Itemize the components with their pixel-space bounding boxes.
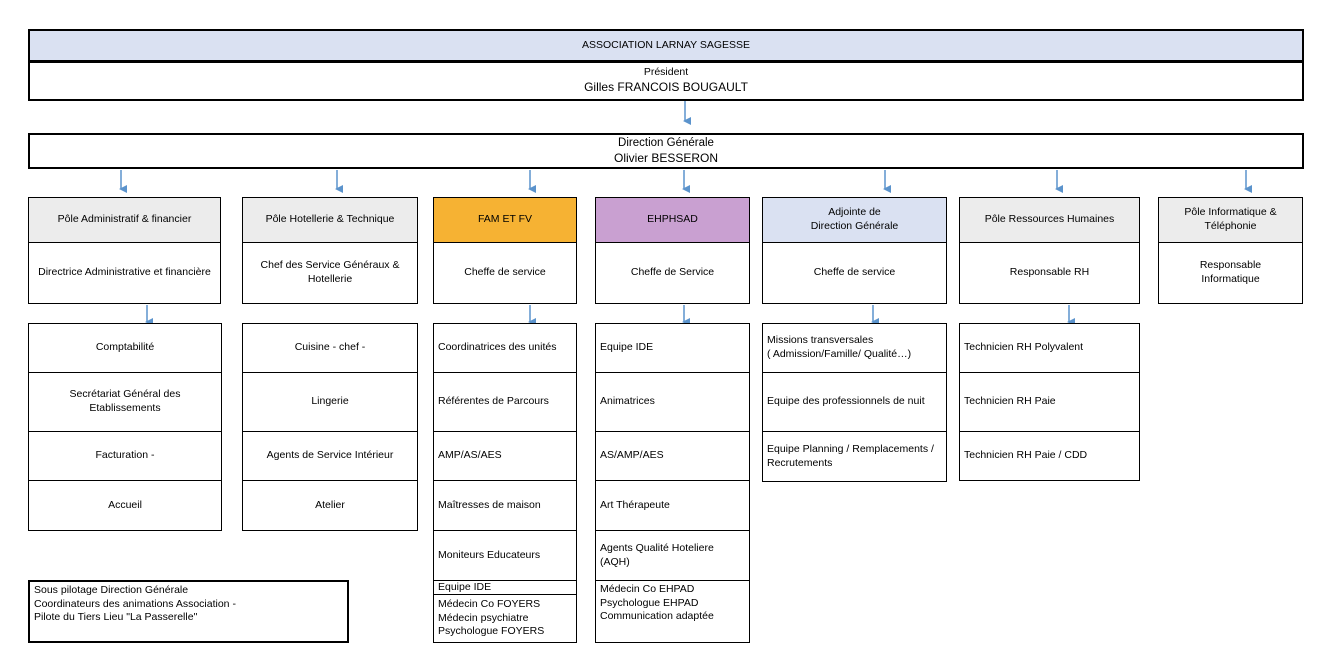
list-item: Agents Qualité Hoteliere (AQH) [595, 530, 750, 581]
list-item: Atelier [242, 480, 418, 531]
list-item: Comptabilité [28, 323, 222, 373]
direction-name: Olivier BESSERON [613, 150, 719, 165]
adjointe-header: Adjointe de Direction Générale [762, 197, 947, 243]
list-item: Technicien RH Paie / CDD [959, 431, 1140, 481]
association-box: ASSOCIATION LARNAY SAGESSE [28, 29, 1304, 62]
list-item: Médecin Co FOYERS [438, 598, 541, 611]
list-item: Equipe IDE [595, 323, 750, 373]
list-item: Secrétariat Général des Etablissements [28, 372, 222, 432]
note-line: Sous pilotage Direction Générale [34, 584, 189, 596]
list-item: Psychologue EHPAD [600, 596, 699, 609]
list-item: Equipe des professionnels de nuit [762, 372, 947, 432]
adjointe-header-line2: Direction Générale [810, 220, 899, 232]
fam-header-label: FAM ET FV [477, 213, 533, 226]
list-item: AS/AMP/AES [595, 431, 750, 481]
list-item: Médecin psychiatre [438, 611, 529, 624]
note-line: Coordinateurs des animations Association… [34, 597, 236, 610]
fam-role-label: Cheffe de service [464, 266, 546, 279]
informatique-role-line1: Responsable [1199, 259, 1262, 272]
direction-title: Direction Générale [618, 136, 714, 149]
pole-hotellerie-header-label: Pôle Hotellerie & Technique [265, 213, 395, 226]
list-item: Technicien RH Paie [959, 372, 1140, 432]
list-item: Missions transversales ( Admission/Famil… [762, 323, 947, 373]
pole-admin-role-label: Directrice Administrative et financière [38, 266, 211, 279]
pole-admin-header: Pôle Administratif & financier [28, 197, 221, 243]
list-item: Accueil [28, 480, 222, 531]
president-name: Gilles FRANCOIS BOUGAULT [584, 80, 748, 95]
adjointe-header-line1: Adjointe de [828, 206, 881, 219]
informatique-role-line2: Informatique [1201, 273, 1260, 285]
list-item: Cuisine - chef - [242, 323, 418, 373]
ehpad-role: Cheffe de Service [595, 242, 750, 304]
president-title: Président [643, 66, 689, 79]
ehpad-header: EHPHSAD [595, 197, 750, 243]
ehpad-header-label: EHPHSAD [647, 213, 698, 226]
list-item: Agents de Service Intérieur [242, 431, 418, 481]
list-item: Lingerie [242, 372, 418, 432]
list-item: Equipe Planning / Remplacements / Recrut… [762, 431, 947, 482]
president-box: Président Gilles FRANCOIS BOUGAULT [28, 61, 1304, 101]
pole-hotellerie-role-label: Chef des Service Généraux & Hotellerie [260, 259, 400, 285]
fam-extra-list: Médecin Co FOYERS Médecin psychiatre Psy… [433, 594, 577, 643]
list-item: Technicien RH Polyvalent [959, 323, 1140, 373]
list-item: Animatrices [595, 372, 750, 432]
pole-informatique-header-line1: Pôle Informatique & [1184, 206, 1277, 219]
ehpad-role-label: Cheffe de Service [630, 266, 715, 279]
pole-rh-header: Pôle Ressources Humaines [959, 197, 1140, 243]
pole-hotellerie-header: Pôle Hotellerie & Technique [242, 197, 418, 243]
list-item: Art Thérapeute [595, 480, 750, 531]
list-item: Moniteurs Educateurs [433, 530, 577, 581]
adjointe-role-label: Cheffe de service [813, 266, 896, 279]
list-item: Psychologue FOYERS [438, 625, 545, 638]
note-line: Pilote du Tiers Lieu "La Passerelle" [34, 611, 198, 624]
pilotage-note: Sous pilotage Direction Générale Coordin… [28, 580, 349, 643]
pole-informatique-header: Pôle Informatique & Téléphonie [1158, 197, 1303, 243]
pole-rh-header-label: Pôle Ressources Humaines [984, 213, 1115, 226]
fam-role: Cheffe de service [433, 242, 577, 304]
list-item: Facturation - [28, 431, 222, 481]
list-item: Maîtresses de maison [433, 480, 577, 531]
list-item: Référentes de Parcours [433, 372, 577, 432]
list-item: Coordinatrices des unités [433, 323, 577, 373]
adjointe-role: Cheffe de service [762, 242, 947, 304]
ehpad-extra-list: Médecin Co EHPAD Psychologue EHPAD Commu… [595, 580, 750, 643]
list-item: Médecin Co EHPAD [600, 583, 695, 595]
pole-admin-role: Directrice Administrative et financière [28, 242, 221, 304]
direction-generale-box: Direction Générale Olivier BESSERON [28, 133, 1304, 169]
association-name: ASSOCIATION LARNAY SAGESSE [581, 38, 751, 51]
pole-rh-role-label: Responsable RH [1009, 266, 1090, 279]
pole-informatique-role: Responsable Informatique [1158, 242, 1303, 304]
fam-header: FAM ET FV [433, 197, 577, 243]
list-item: AMP/AS/AES [433, 431, 577, 481]
pole-admin-header-label: Pôle Administratif & financier [57, 213, 192, 226]
pole-informatique-header-line2: Téléphonie [1204, 220, 1257, 232]
pole-rh-role: Responsable RH [959, 242, 1140, 304]
pole-hotellerie-role: Chef des Service Généraux & Hotellerie [242, 242, 418, 304]
list-item: Communication adaptée [600, 610, 714, 623]
list-item: Equipe IDE [433, 580, 577, 595]
